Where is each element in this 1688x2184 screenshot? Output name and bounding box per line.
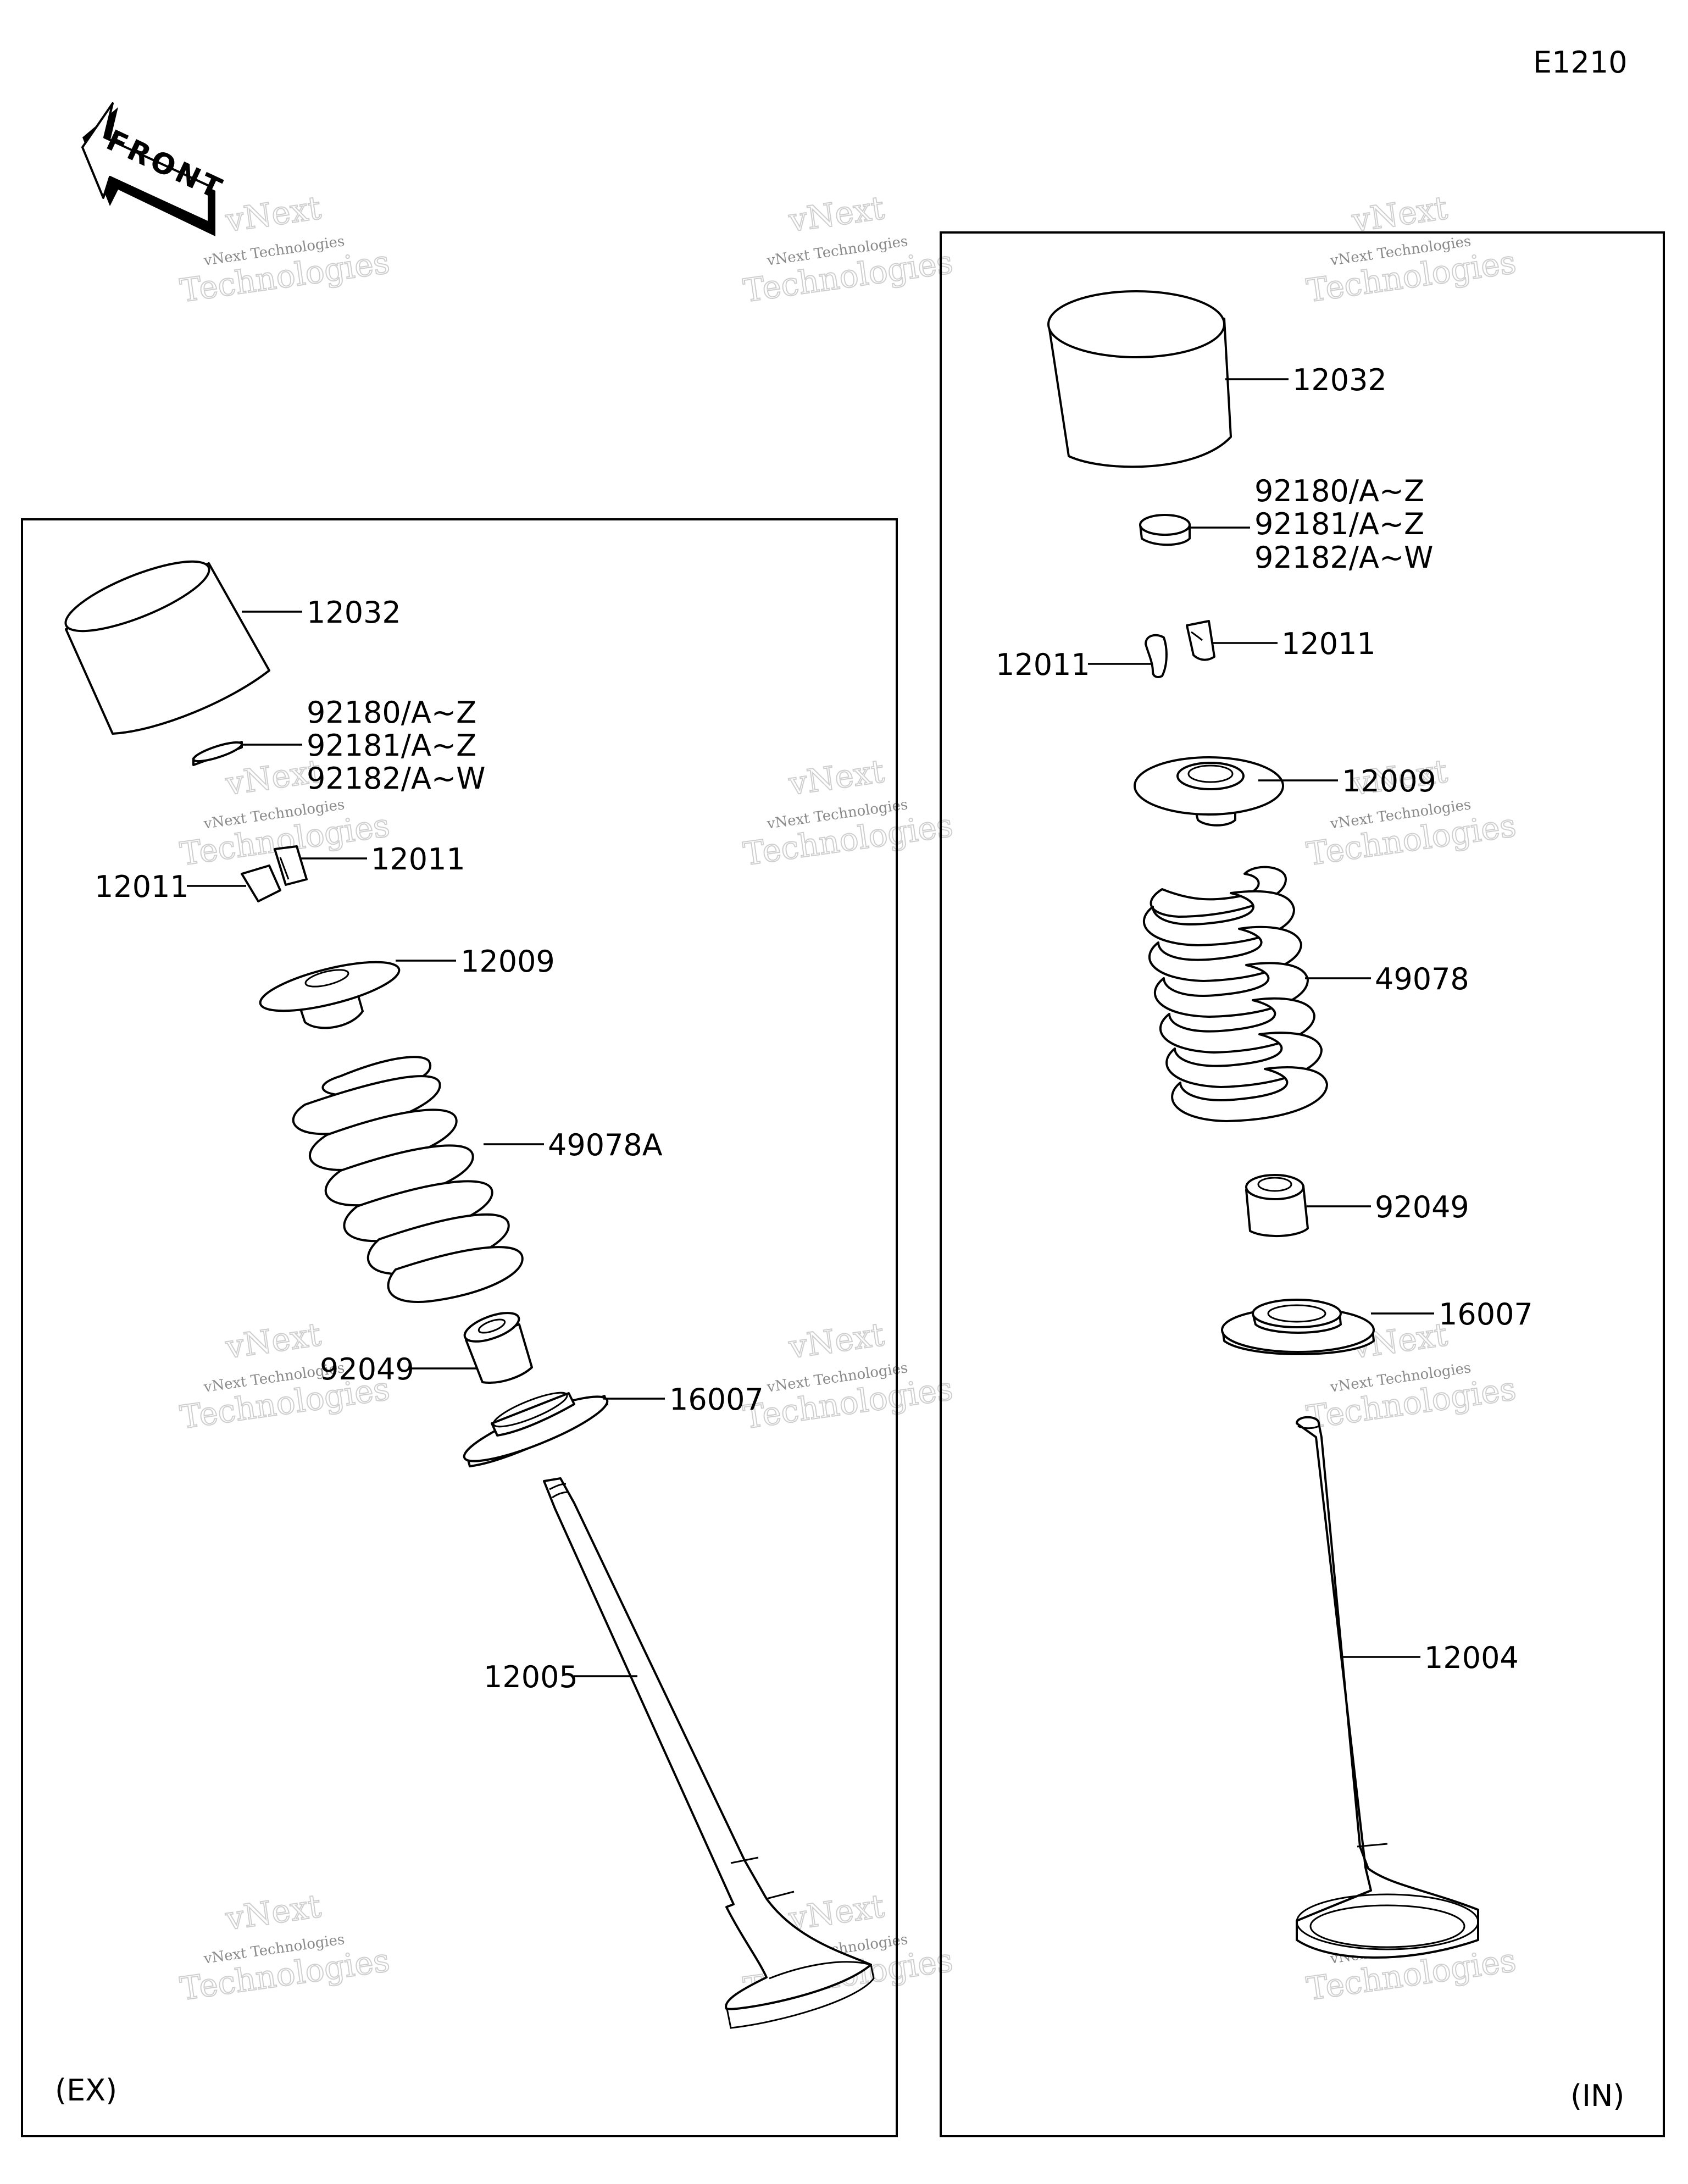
ex-label-valve: 12005 [484,1660,578,1694]
watermark: vNext vNext Technologies Technologies [741,752,956,873]
intake-panel: 12032 92180/A~Z 92181/A~Z 92182/A~W 1201… [996,290,1624,2113]
in-label-shim-2: 92181/A~Z [1254,507,1424,541]
in-label-cotter-left: 12011 [996,647,1090,682]
ex-label-shim-2: 92181/A~Z [307,728,476,763]
ex-label-cotter-left: 12011 [95,869,189,904]
watermark: vNext vNext Technologies Technologies [741,189,956,310]
intake-panel-frame [940,231,1665,2137]
intake-spring-seat [1221,1299,1375,1355]
in-label-shim-3: 92182/A~W [1254,540,1434,575]
in-label-retainer: 12009 [1342,764,1436,799]
exhaust-panel-frame [21,518,898,2137]
in-label-valve: 12004 [1424,1640,1519,1675]
svg-text:vNext: vNext [223,189,324,240]
intake-stem-seal [1245,1174,1309,1237]
in-label-cotter-right: 12011 [1281,627,1376,661]
svg-text:vNext: vNext [223,1316,324,1366]
exhaust-stem-seal [463,1312,533,1384]
watermark: vNext vNext Technologies Technologies [1304,752,1519,873]
front-arrow-icon: FRONT [81,102,229,236]
intake-side-label: (IN) [1570,2078,1624,2113]
exhaust-valve-spring [292,1056,524,1303]
ex-label-spring: 49078A [548,1128,663,1162]
intake-retainer [1134,756,1284,827]
in-label-tappet: 12032 [1292,363,1387,397]
svg-text:vNext: vNext [786,189,887,240]
svg-text:vNext: vNext [786,752,887,803]
in-label-spring: 49078 [1375,962,1469,996]
watermark: vNext vNext Technologies Technologies [741,1315,956,1437]
ex-label-cotter-right: 12011 [371,842,465,877]
svg-text:vNext: vNext [786,1887,887,1938]
intake-tappet [1047,290,1232,468]
ex-label-retainer: 12009 [460,944,555,979]
watermark: vNext vNext Technologies Technologies [177,1887,393,2008]
in-label-spring-seat: 16007 [1439,1297,1533,1332]
exhaust-valve [543,1477,875,2029]
ex-label-stem-seal: 92049 [320,1352,414,1387]
ex-label-tappet: 12032 [307,595,401,630]
ex-label-shim-1: 92180/A~Z [307,695,476,730]
watermark: vNext vNext Technologies Technologies [1304,189,1519,310]
svg-text:vNext: vNext [223,1887,324,1938]
intake-shim [1139,514,1191,546]
diagram-code: E1210 [1533,45,1628,80]
intake-cotters [1145,620,1215,678]
in-label-stem-seal: 92049 [1375,1190,1469,1224]
exhaust-panel: 12032 92180/A~Z 92181/A~Z 92182/A~W 1201… [55,560,875,2108]
in-label-shim-1: 92180/A~Z [1254,474,1424,508]
exhaust-cotters [241,845,308,902]
intake-valve [1296,1416,1479,1959]
intake-valve-spring [1142,866,1328,1122]
ex-label-shim-3: 92182/A~W [307,761,486,796]
exhaust-spring-seat [463,1392,609,1467]
exhaust-tappet [64,560,270,735]
exhaust-side-label: (EX) [55,2073,117,2108]
exhaust-retainer [259,961,401,1029]
svg-text:vNext: vNext [786,1316,887,1366]
exhaust-shim [192,741,243,766]
ex-label-spring-seat: 16007 [669,1382,764,1417]
